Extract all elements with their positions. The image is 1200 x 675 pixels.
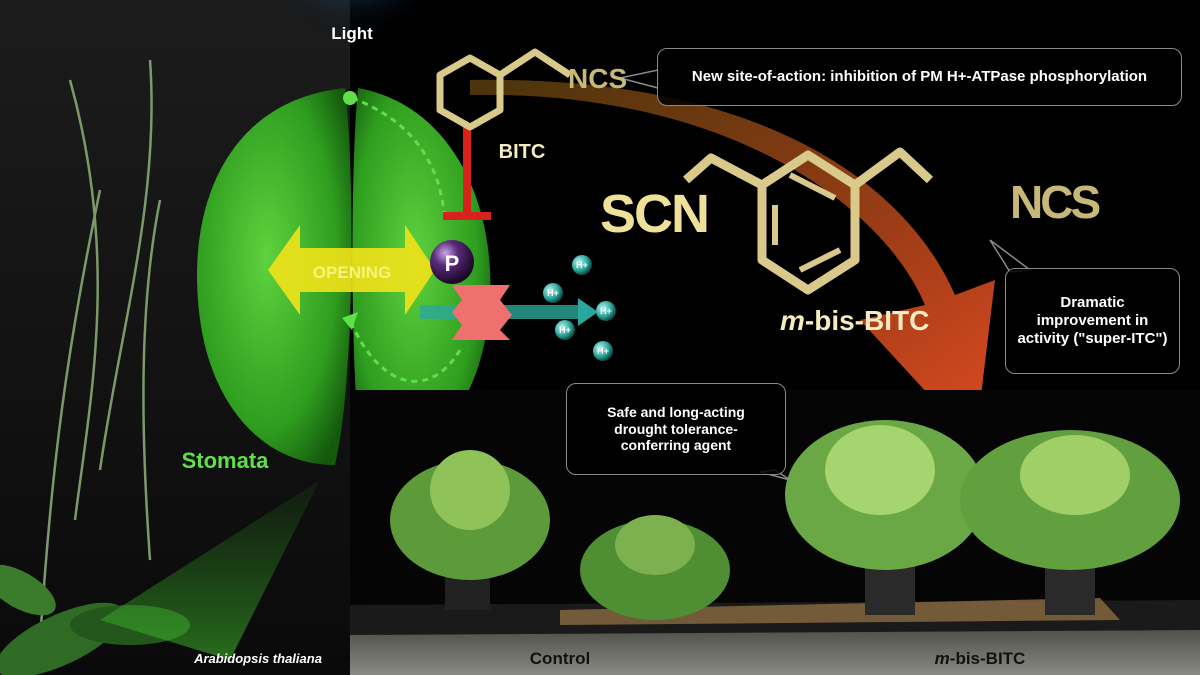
bitc-label: BITC <box>499 141 546 163</box>
species-label: Arabidopsis thaliana <box>193 651 322 666</box>
scn-group: SCN <box>600 184 708 244</box>
callout-site-of-action: New site-of-action: inhibition of PM H+-… <box>657 48 1182 106</box>
lettuce-treated-1 <box>785 420 985 615</box>
phosphate-label: P <box>445 251 460 276</box>
feedback-arrowhead-icon <box>342 312 358 330</box>
m-bis-bitc-molecule <box>683 147 934 295</box>
control-label: Control <box>530 649 590 668</box>
light-beam <box>262 0 442 115</box>
paper-sheet <box>560 598 1120 625</box>
arabidopsis-plant <box>38 59 162 641</box>
callout-improvement: Dramatic improvement in activity ("super… <box>1005 268 1180 374</box>
treated-label: m-bis-BITC <box>935 649 1026 668</box>
callout-drought: Safe and long-acting drought tolerance-c… <box>566 383 786 475</box>
proton-label: H+ <box>597 346 609 356</box>
signal-path-dashed <box>351 96 447 221</box>
bitc-molecule <box>436 48 572 131</box>
light-label: Light <box>331 24 373 43</box>
feedback-path-dashed <box>348 319 462 383</box>
bitc-ncs-group: NCS <box>568 63 627 94</box>
treated-suffix: -bis-BITC <box>950 649 1026 668</box>
proton-flow-arrowhead-icon <box>578 298 598 326</box>
opening-label: OPENING <box>313 263 391 282</box>
m-bis-bitc-label: m-bis-BITC <box>780 305 929 336</box>
proton-label: H+ <box>559 325 571 335</box>
proton-label: H+ <box>600 306 612 316</box>
proton-ions <box>543 255 616 361</box>
m-bis-bitc-prefix: m <box>780 305 805 336</box>
stomata-label: Stomata <box>182 448 270 473</box>
lettuce-treated-2 <box>960 430 1180 615</box>
phosphate-sphere <box>430 240 474 284</box>
opening-double-arrow-icon <box>268 225 435 315</box>
proton-label: H+ <box>547 288 559 298</box>
proton-label: H+ <box>576 260 588 270</box>
signal-origin-dot <box>343 91 357 105</box>
m-bis-bitc-ncs-group: NCS <box>1010 176 1099 228</box>
lettuce-control-1 <box>390 450 550 610</box>
h-atpase-pump <box>452 285 512 340</box>
zoom-cone <box>100 480 320 660</box>
lettuce-control-2 <box>580 515 730 620</box>
m-bis-bitc-suffix: -bis-BITC <box>805 305 929 336</box>
treated-prefix: m <box>935 649 950 668</box>
